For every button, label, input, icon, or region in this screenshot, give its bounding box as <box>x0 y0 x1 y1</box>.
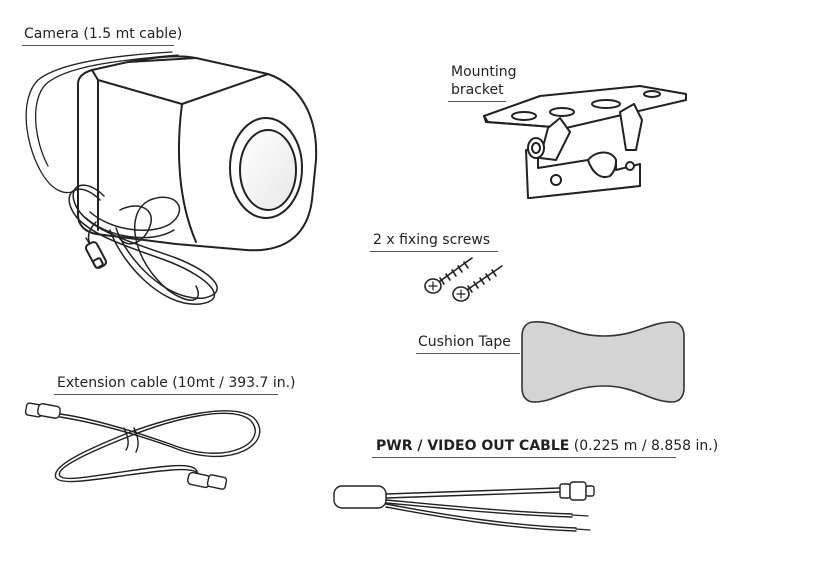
camera-label-rule <box>22 45 174 46</box>
pwr-video-cable-illustration <box>333 481 595 532</box>
bracket-label-line1: Mounting <box>451 64 517 80</box>
fixing-screws-illustration <box>424 257 503 302</box>
camera-label: Camera (1.5 mt cable) <box>24 26 183 42</box>
cushion-tape-illustration <box>521 321 685 403</box>
extension-cable-label-rule <box>54 394 278 395</box>
bracket-label-line2: bracket <box>451 82 504 98</box>
screws-label-rule <box>370 251 498 252</box>
pwr-video-cable-label-bold: PWR / VIDEO OUT CABLE <box>376 438 570 454</box>
pwr-video-cable-label: PWR / VIDEO OUT CABLE (0.225 m / 8.858 i… <box>376 438 718 454</box>
bracket-label-rule <box>448 101 506 102</box>
cushion-tape-label-rule <box>416 353 520 354</box>
camera-illustration <box>25 51 318 305</box>
cushion-tape-label: Cushion Tape <box>418 334 511 350</box>
screws-label: 2 x fixing screws <box>373 232 491 248</box>
pwr-video-cable-label-dimensions: (0.225 m / 8.858 in.) <box>569 438 719 454</box>
extension-cable-label: Extension cable (10mt / 393.7 in.) <box>57 375 296 391</box>
pwr-video-cable-label-rule <box>372 457 676 458</box>
extension-cable-illustration <box>24 402 261 490</box>
mounting-bracket-illustration <box>483 85 687 199</box>
